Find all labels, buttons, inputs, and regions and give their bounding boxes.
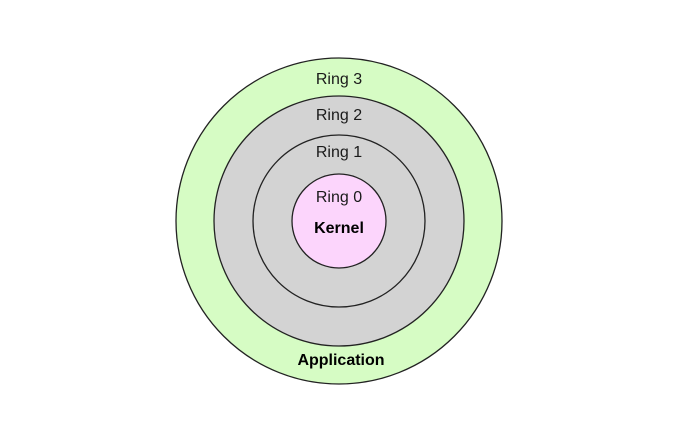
ring3-label: Ring 3 bbox=[316, 71, 362, 88]
ring0-circle bbox=[291, 173, 387, 269]
ring0-label: Ring 0 bbox=[316, 189, 362, 206]
kernel-label: Kernel bbox=[314, 220, 364, 237]
ring1-label: Ring 1 bbox=[316, 144, 362, 161]
application-label: Application bbox=[297, 352, 384, 369]
ring2-label: Ring 2 bbox=[316, 107, 362, 124]
